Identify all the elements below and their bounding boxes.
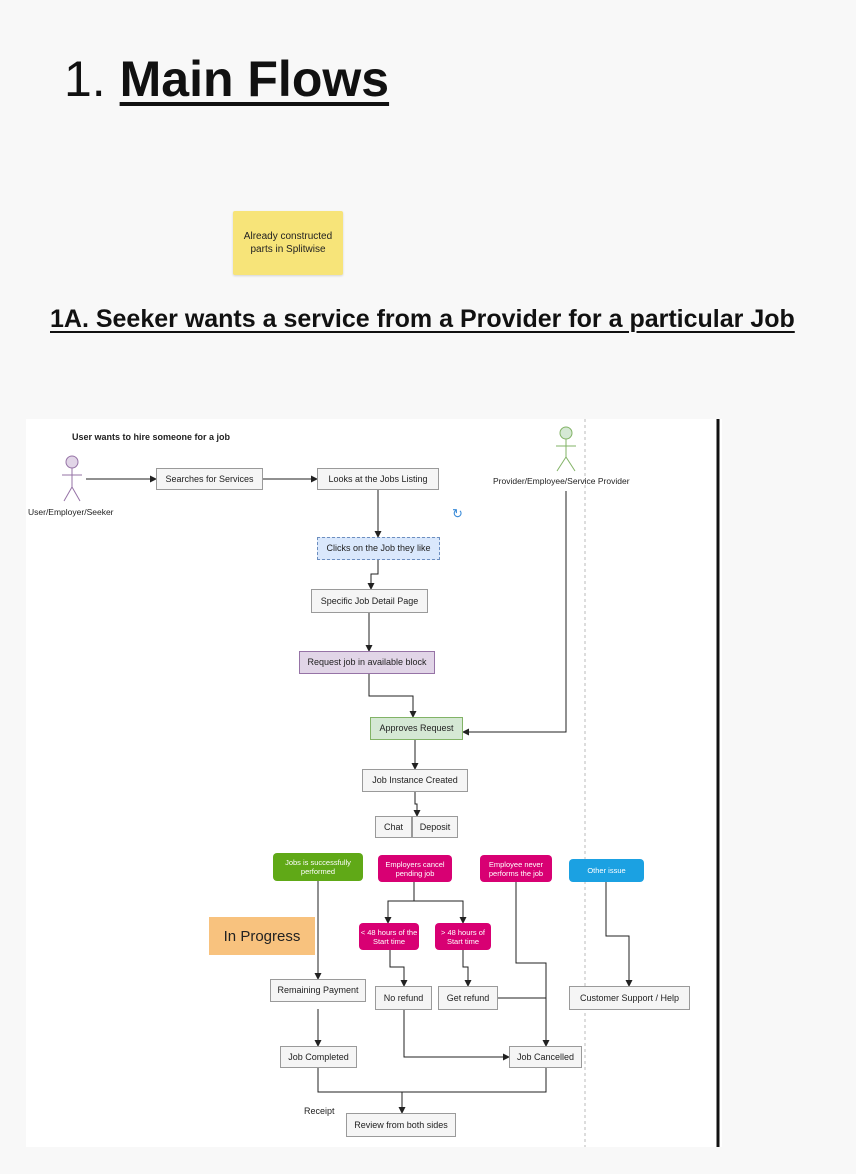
node-review[interactable]: Review from both sides bbox=[346, 1113, 456, 1137]
page-title-text: Main Flows bbox=[119, 51, 390, 107]
node-remaining[interactable]: Remaining Payment bbox=[270, 979, 366, 1002]
diagram-connectors bbox=[62, 419, 720, 1147]
node-employers-cancel[interactable]: Employers cancel pending job bbox=[378, 855, 452, 882]
node-no-refund[interactable]: No refund bbox=[375, 986, 432, 1010]
node-request[interactable]: Request job in available block bbox=[299, 651, 435, 674]
status-tag[interactable]: In Progress bbox=[209, 917, 315, 955]
node-lt48[interactable]: < 48 hours of the Start time bbox=[359, 923, 419, 950]
node-deposit[interactable]: Deposit bbox=[412, 816, 458, 838]
node-specific[interactable]: Specific Job Detail Page bbox=[311, 589, 428, 613]
node-get-refund[interactable]: Get refund bbox=[438, 986, 498, 1010]
diagram-title: User wants to hire someone for a job bbox=[72, 432, 231, 442]
node-completed[interactable]: Job Completed bbox=[280, 1046, 357, 1068]
node-gt48[interactable]: > 48 hours of Start time bbox=[435, 923, 491, 950]
node-cancelled[interactable]: Job Cancelled bbox=[509, 1046, 582, 1068]
seeker-actor-label: User/Employer/Seeker bbox=[28, 507, 114, 517]
node-employee-never[interactable]: Employee never performs the job bbox=[480, 855, 552, 882]
node-clicks[interactable]: Clicks on the Job they like bbox=[317, 537, 440, 560]
seeker-actor-icon bbox=[62, 455, 82, 502]
node-looks[interactable]: Looks at the Jobs Listing bbox=[317, 468, 439, 490]
node-support[interactable]: Customer Support / Help bbox=[569, 986, 690, 1010]
node-approves[interactable]: Approves Request bbox=[370, 717, 463, 740]
section-heading: 1A. Seeker wants a service from a Provid… bbox=[50, 305, 795, 333]
node-other-issue[interactable]: Other issue bbox=[569, 859, 644, 882]
provider-actor-label: Provider/Employee/Service Provider bbox=[493, 476, 630, 486]
node-chat[interactable]: Chat bbox=[375, 816, 412, 838]
receipt-label: Receipt bbox=[304, 1106, 335, 1116]
node-instance[interactable]: Job Instance Created bbox=[362, 769, 468, 792]
node-success[interactable]: Jobs is successfully performed bbox=[273, 853, 363, 881]
node-searches[interactable]: Searches for Services bbox=[156, 468, 263, 490]
page-title-number: 1. bbox=[64, 51, 106, 107]
provider-actor-icon bbox=[556, 426, 576, 472]
sticky-note[interactable]: Already constructed parts in Splitwise bbox=[233, 211, 343, 275]
refresh-icon[interactable]: ↻ bbox=[452, 506, 463, 521]
flow-diagram[interactable]: User wants to hire someone for a job Use… bbox=[26, 419, 722, 1147]
page-title: 1. Main Flows bbox=[64, 44, 389, 114]
